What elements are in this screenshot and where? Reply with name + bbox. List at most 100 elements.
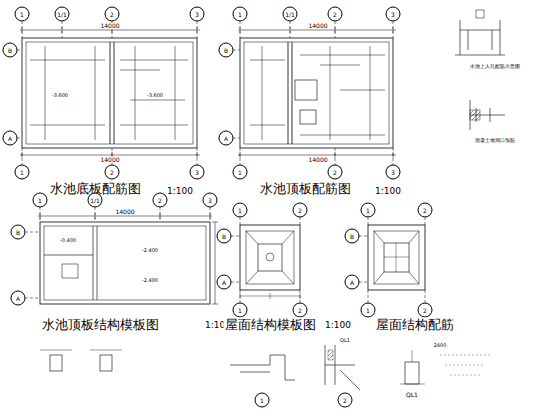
bottom-slab-plan-line [22,27,197,158]
axis-bubble: 1/1 [55,7,70,22]
axis-bubble: B [11,225,26,240]
bottom-slab-plan-line [26,42,193,144]
top-slab-plan-line [250,46,385,140]
top-slab-formwork-plan-line [40,222,210,304]
top-slab-plan-line [244,42,389,144]
top-slab-plan [233,21,396,165]
roof-reinforcement-plan [359,217,425,303]
scale-text: 1:100 [374,187,402,196]
axis-bubble: 2 [105,7,120,22]
axis-bubble: 1 [255,393,270,408]
top-slab-formwork-plan-line [25,207,210,298]
axis-bubble: 1/1 [88,193,103,208]
section-details-line [328,350,333,360]
axis-bubble: 1 [15,7,30,22]
bottom-slab-plan-line [110,42,114,144]
axis-bubble: A [11,291,26,306]
manhole-detail-line [470,100,505,130]
axis-bubble: 2 [418,203,433,218]
top-slab-plan-line [238,30,396,155]
manhole-detail-line [470,110,480,120]
drawing-line [17,10,505,390]
axis-bubble: 3 [386,7,401,22]
bottom-slab-plan-line [22,38,197,148]
drawing-title: 水池顶板结构模板图 [41,318,160,331]
drawing-title: 屋面结构配筋 [375,318,455,331]
axis-bubble: B [217,229,232,244]
dimension-text: 14000 [99,157,120,163]
axis-bubble: B [219,43,234,58]
axis-bubble: 1 [233,7,248,22]
top-slab-plan-line [240,27,393,158]
axis-bubble: 1 [33,193,48,208]
axis-bubble: B [3,43,18,58]
detail-note: 水池上人孔配筋示意图 [469,64,521,69]
roof-reinforcement-plan-line [359,217,425,303]
elevation-mark: -2.400 [141,278,159,283]
axis-bubble: 2 [338,393,353,408]
roof-formwork-plan-line [246,231,294,284]
elevation-mark: -3.600 [146,93,164,98]
detail-note: QL1 [405,392,419,398]
roof-formwork-plan-line [240,225,300,290]
top-slab-formwork-plan-line [44,226,206,300]
roof-formwork-plan-line [231,217,300,303]
bottom-slab-plan [17,21,200,165]
top-slab-plan-line [233,21,393,165]
detail-note: 2400 [433,343,448,348]
roof-formwork-plan-line [266,253,274,261]
top-slab-plan-line [300,110,316,124]
axis-bubble: A [219,131,234,146]
elevation-mark: -3.600 [51,93,69,98]
axis-bubble: A [345,275,360,290]
bottom-slab-plan-line [120,70,185,100]
manhole-detail-line [455,20,505,55]
axis-bubble: 1/1 [283,7,298,22]
top-slab-formwork-plan-line [44,226,97,300]
axis-bubble: 1 [361,203,376,218]
elevation-mark: -2.400 [141,248,159,253]
section-details-line [40,350,122,351]
top-slab-formwork-plan-line [62,264,78,278]
section-details-line [50,355,62,371]
roof-reinforcement-plan-line [384,243,409,272]
roof-reinforcement-plan-line [368,225,425,290]
manhole-detail [455,10,505,130]
axis-bubble: 2 [105,165,120,180]
top-slab-formwork-plan-line [38,216,212,217]
section-details-line [100,355,112,371]
bottom-slab-plan-line [20,30,200,155]
axis-bubble: 3 [386,165,401,180]
axis-bubble: 2 [418,303,433,318]
scale-text: 1:100 [166,187,194,196]
elevation-mark: -0.400 [59,238,77,243]
axis-bubble: B [345,229,360,244]
top-slab-formwork-plan [25,207,218,304]
roof-formwork-plan-line [246,231,294,284]
axis-bubble: 1 [233,303,248,318]
axis-bubble: 2 [293,203,308,218]
roof-reinforcement-plan-line [374,231,419,284]
axis-bubble: 2 [293,303,308,318]
axis-bubble: 1 [233,165,248,180]
section-details-line [440,355,490,375]
axis-bubble: 1 [361,303,376,318]
detail-note: QL1 [339,338,351,343]
detail-note: 混凝土墙洞口加筋 [474,138,516,143]
top-slab-plan-line [295,80,317,100]
axis-bubble: 3 [190,7,205,22]
top-slab-plan-line [240,38,393,148]
roof-formwork-plan-line [240,293,300,299]
dimension-text: 14000 [307,157,328,163]
roof-formwork-plan-line [258,244,282,271]
axis-bubble: 2 [328,7,343,22]
axis-bubble: A [217,275,232,290]
axis-bubble: A [3,131,18,146]
bottom-slab-plan-line [30,46,188,140]
roof-formwork-plan [231,217,300,303]
top-slab-plan-line [288,42,292,144]
axis-bubble: 1 [15,165,30,180]
axis-bubble: 1 [233,203,248,218]
section-details-line [400,350,425,384]
section-details-line [230,355,295,380]
